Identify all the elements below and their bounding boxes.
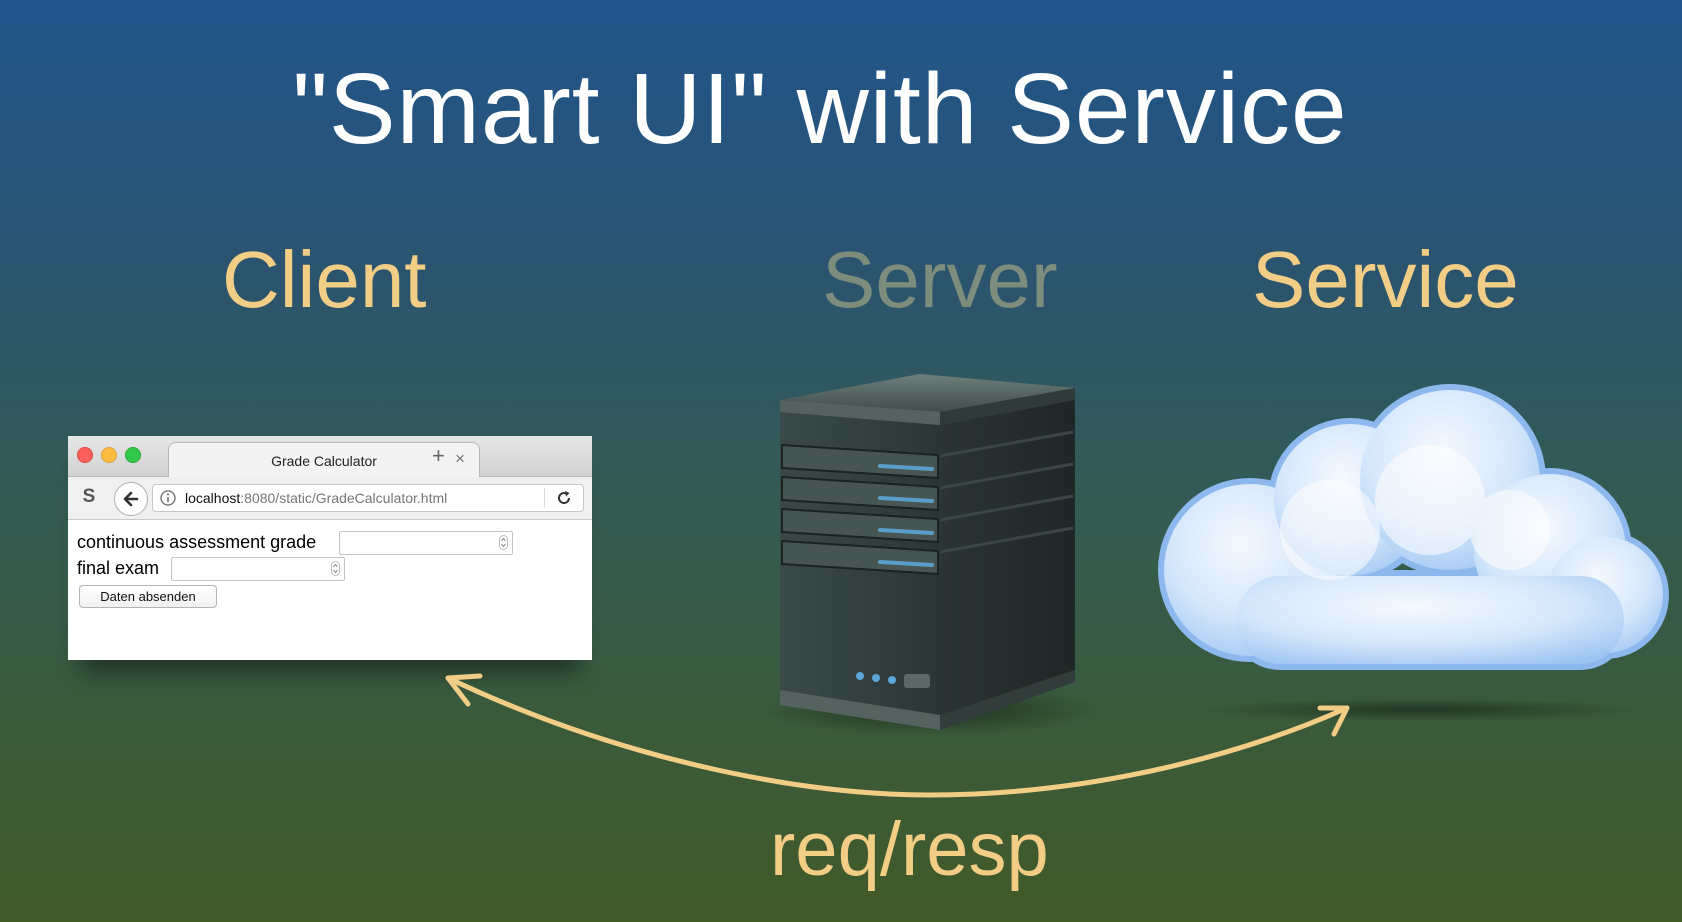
continuous-assessment-label: continuous assessment grade	[77, 532, 317, 552]
url-host: localhost	[185, 490, 241, 506]
browser-page: continuous assessment grade final exam D…	[68, 520, 592, 660]
window-close-icon[interactable]	[77, 447, 93, 463]
final-exam-input[interactable]	[171, 557, 345, 581]
browser-tab-bar: Grade Calculator × +	[68, 436, 592, 478]
slide-title: "Smart UI" with Service	[292, 53, 1348, 165]
url-text: localhost:8080/static/GradeCalculator.ht…	[185, 490, 447, 506]
url-path: :8080/static/GradeCalculator.html	[240, 490, 448, 506]
arrow-head-left-icon	[445, 673, 483, 707]
window-maximize-icon[interactable]	[125, 447, 141, 463]
server-icon	[760, 374, 1100, 736]
extension-s-icon[interactable]: S	[82, 486, 96, 507]
server-label: Server	[822, 235, 1058, 324]
address-bar-divider	[544, 488, 545, 508]
browser-toolbar: S localhost:8080/static/GradeCalculator.…	[68, 477, 592, 520]
service-label: Service	[1252, 235, 1519, 324]
tab-title: Grade Calculator	[271, 453, 377, 469]
browser-window: Grade Calculator × + S localhost:8080/st…	[68, 436, 592, 660]
arrow-head-right-icon	[1317, 705, 1350, 737]
reload-icon[interactable]	[555, 489, 573, 507]
req-resp-arrow	[445, 673, 1350, 798]
final-exam-label: final exam	[77, 558, 160, 578]
req-resp-label: req/resp	[770, 807, 1049, 892]
browser-tab[interactable]: Grade Calculator ×	[168, 442, 480, 478]
info-icon[interactable]	[159, 489, 177, 507]
client-label: Client	[222, 235, 427, 324]
back-button[interactable]	[114, 482, 148, 516]
new-tab-icon[interactable]: +	[432, 443, 445, 468]
address-bar[interactable]: localhost:8080/static/GradeCalculator.ht…	[152, 484, 584, 512]
submit-button[interactable]: Daten absenden	[79, 585, 217, 608]
window-minimize-icon[interactable]	[101, 447, 117, 463]
spinner-icon[interactable]	[499, 535, 508, 550]
back-arrow-icon	[123, 491, 139, 507]
tab-close-icon[interactable]: ×	[455, 449, 465, 468]
cloud-icon	[1158, 384, 1669, 720]
continuous-assessment-input[interactable]	[339, 531, 513, 555]
spinner-icon[interactable]	[331, 561, 340, 576]
